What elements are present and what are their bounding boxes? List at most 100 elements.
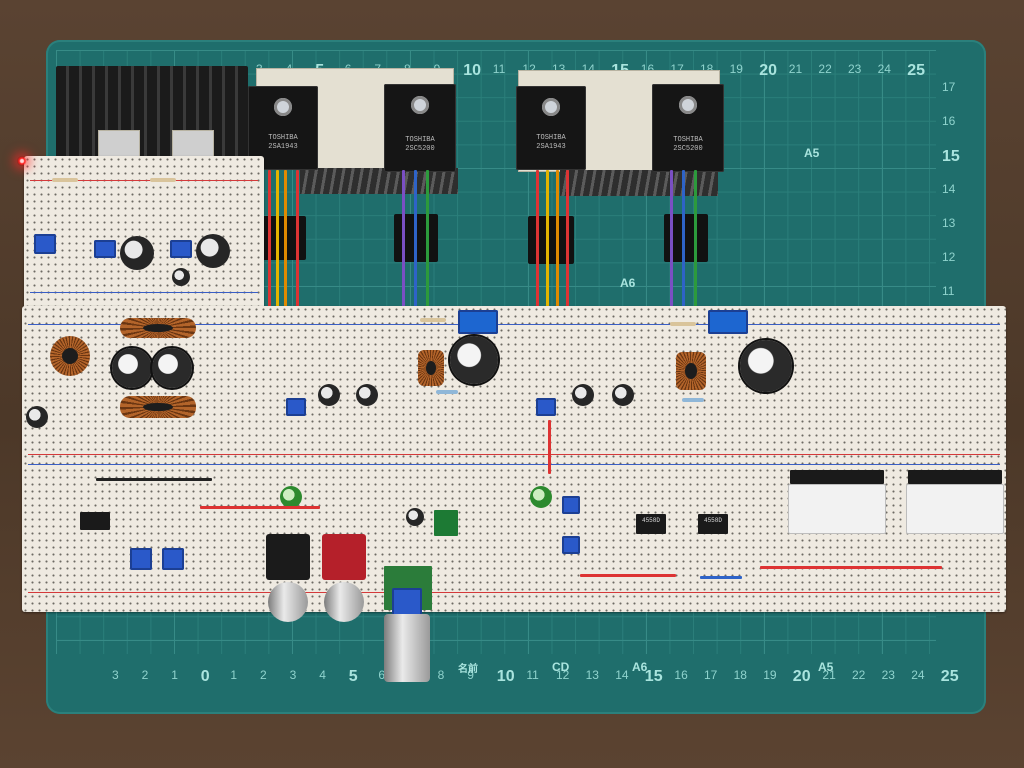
pin-header-connector-1 bbox=[788, 484, 886, 534]
ruler-number: 21 bbox=[788, 62, 803, 76]
capacitor-6 bbox=[172, 268, 190, 286]
ic-regulator bbox=[80, 512, 110, 530]
ruler-number: 8 bbox=[437, 668, 445, 682]
capacitor-5 bbox=[196, 234, 230, 268]
jumper-wire-red bbox=[580, 574, 676, 577]
rca-jack-red bbox=[322, 534, 366, 580]
capacitor-green-1 bbox=[280, 486, 302, 508]
capacitor-4 bbox=[120, 236, 154, 270]
trimmer-9 bbox=[562, 536, 580, 554]
trimmer-2 bbox=[94, 240, 116, 258]
resistor-1 bbox=[420, 318, 446, 322]
resistor-2 bbox=[670, 322, 696, 326]
toroid-inductor bbox=[50, 336, 90, 376]
opamp-1: 4558D bbox=[636, 514, 666, 534]
trimmer-7 bbox=[536, 398, 556, 416]
ruler-number: 24 bbox=[877, 62, 891, 76]
trimmer-4 bbox=[130, 548, 152, 570]
ruler-number: 23 bbox=[881, 668, 895, 682]
capacitor-11 bbox=[406, 508, 424, 526]
ruler-number: 2 bbox=[260, 668, 267, 682]
header-pins-1 bbox=[790, 470, 884, 484]
heatsink-fins-left bbox=[300, 168, 458, 194]
ruler-number: 5 bbox=[348, 668, 358, 685]
jumper-wire-red-4 bbox=[548, 420, 551, 474]
mat-label-a6: A6 bbox=[620, 276, 636, 290]
capacitor-1 bbox=[112, 348, 152, 388]
heatsink-left bbox=[56, 66, 248, 158]
ruler-number: 10 bbox=[463, 62, 481, 79]
capacitor-main-right bbox=[740, 340, 792, 392]
capacitor-green-2 bbox=[530, 486, 552, 508]
ruler-number: 0 bbox=[200, 668, 210, 685]
jumper-wire-black bbox=[96, 478, 212, 481]
coil-bottom bbox=[120, 396, 196, 418]
breadboard-top-left bbox=[24, 156, 264, 316]
ruler-number: 12 bbox=[556, 668, 570, 682]
volume-pot bbox=[392, 588, 422, 616]
opamp-2: 4558D bbox=[698, 514, 728, 534]
jumper-wire-red-2 bbox=[760, 566, 942, 569]
ruler-number: 16 bbox=[942, 114, 956, 128]
ruler-number: 1 bbox=[171, 668, 178, 682]
wire-green bbox=[426, 170, 429, 310]
wire-orange bbox=[284, 170, 287, 310]
ruler-number: 17 bbox=[942, 80, 956, 94]
capacitor-7 bbox=[318, 384, 340, 406]
mat-bottom-ruler: 3210123456789101112131415161718192021222… bbox=[46, 668, 986, 686]
ruler-number: 22 bbox=[818, 62, 832, 76]
ruler-number: 20 bbox=[792, 668, 811, 685]
wire-red bbox=[268, 170, 271, 310]
ruler-number: 11 bbox=[492, 62, 506, 76]
power-led bbox=[17, 156, 27, 166]
wire-orange-2 bbox=[556, 170, 559, 310]
mat-label-cd: CD bbox=[552, 660, 570, 674]
ruler-number: 25 bbox=[940, 668, 959, 685]
ruler-number: 20 bbox=[759, 62, 777, 79]
inductor-right bbox=[676, 352, 706, 390]
pin-header-connector-2 bbox=[906, 484, 1004, 534]
capacitor-3 bbox=[26, 406, 48, 428]
rca-jack-barrel-2 bbox=[324, 582, 364, 622]
wire-purple bbox=[402, 170, 405, 310]
rca-jack-black bbox=[266, 534, 310, 580]
resistor-5 bbox=[52, 178, 78, 182]
ruler-number: 3 bbox=[289, 668, 297, 682]
ruler-number: 14 bbox=[942, 182, 956, 196]
mat-label-a5-bottom: A5 bbox=[818, 660, 834, 674]
ruler-number: 10 bbox=[496, 668, 515, 685]
trimmer-1 bbox=[34, 234, 56, 254]
wire-purple-2 bbox=[670, 170, 673, 310]
resistor-4 bbox=[682, 398, 704, 402]
coil-top bbox=[120, 318, 196, 338]
jumper-wire-blue bbox=[700, 576, 742, 579]
chip-marking: 4558D bbox=[641, 517, 660, 524]
capacitor-main-left bbox=[450, 336, 498, 384]
ruler-number: 22 bbox=[852, 668, 866, 682]
mat-label-a5: A5 bbox=[804, 146, 820, 160]
ruler-number: 13 bbox=[585, 668, 599, 682]
ruler-number: 1 bbox=[230, 668, 238, 682]
mat-label-a6-bottom: A6 bbox=[632, 660, 648, 674]
jumper-wire-red-3 bbox=[200, 506, 320, 509]
ruler-number: 19 bbox=[729, 62, 743, 76]
wire-green-2 bbox=[694, 170, 697, 310]
ruler-number: 11 bbox=[942, 284, 955, 298]
capacitor-9 bbox=[572, 384, 594, 406]
ruler-number: 19 bbox=[763, 668, 777, 682]
wire-red-2 bbox=[296, 170, 299, 310]
wire-blue bbox=[414, 170, 417, 310]
ruler-number: 17 bbox=[704, 668, 718, 682]
ruler-number: 21 bbox=[822, 668, 836, 682]
resistor-6 bbox=[150, 178, 176, 182]
ruler-number: 4 bbox=[319, 668, 326, 682]
wire-red-4 bbox=[566, 170, 569, 310]
ruler-number: 16 bbox=[674, 668, 688, 682]
